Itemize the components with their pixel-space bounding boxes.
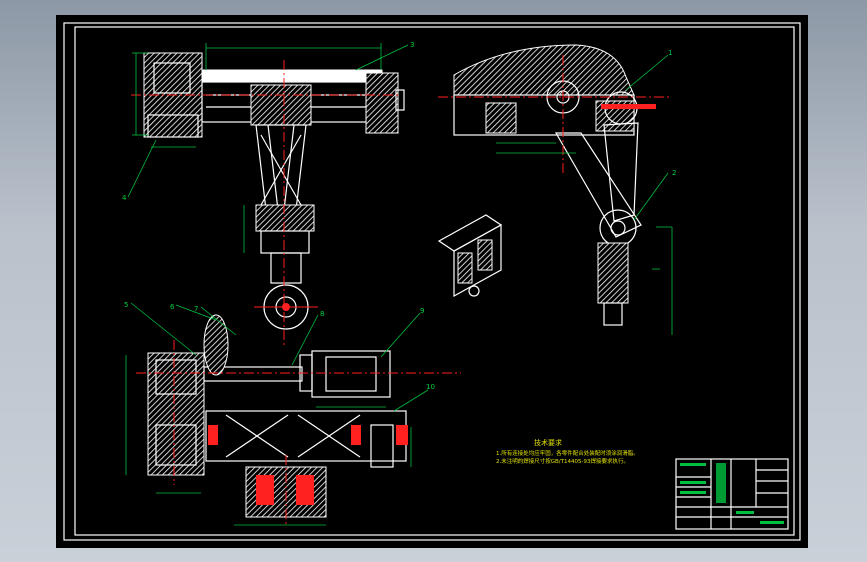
balloon-2: 2 <box>672 169 676 177</box>
balloon-3: 3 <box>410 41 414 49</box>
cad-drawing: 1 2 3 4 5 6 7 8 9 10 技术要求 1.所有连接处均应牢固，各零… <box>63 22 801 541</box>
isometric-part <box>437 214 503 298</box>
truss-frame <box>205 410 407 462</box>
balloon-8: 8 <box>320 310 324 318</box>
red-marker <box>601 104 656 109</box>
plan-view <box>125 302 461 526</box>
column <box>250 84 312 126</box>
balloon-1: 1 <box>668 49 672 57</box>
notes-line-1: 1.所有连接处均应牢固，各零件配合处装配时须涂润滑脂。 <box>496 449 639 457</box>
gear-housing <box>453 44 635 96</box>
title-block <box>675 458 789 530</box>
balloon-5: 5 <box>124 301 128 309</box>
balloon-9: 9 <box>420 307 424 315</box>
front-view <box>127 43 409 345</box>
motor <box>311 350 391 398</box>
outer-frame <box>63 22 801 541</box>
balloon-6: 6 <box>170 303 175 311</box>
side-view <box>438 44 673 335</box>
swing-arm <box>554 132 642 238</box>
notes-heading: 技术要求 <box>534 438 562 447</box>
upper-arm <box>201 69 383 83</box>
pivot-bottom <box>599 209 637 247</box>
inner-frame <box>74 26 795 536</box>
notes-line-2: 2.未注明的焊接尺寸按GB/T14405-93焊接要求执行。 <box>496 457 629 465</box>
balloon-4: 4 <box>122 194 127 202</box>
drive-shaft <box>203 366 303 382</box>
drawing-viewport[interactable]: 1 2 3 4 5 6 7 8 9 10 技术要求 1.所有连接处均应牢固，各零… <box>56 15 808 548</box>
balloon-7: 7 <box>194 305 198 313</box>
balloon-10: 10 <box>426 383 435 391</box>
column-body <box>255 124 307 211</box>
